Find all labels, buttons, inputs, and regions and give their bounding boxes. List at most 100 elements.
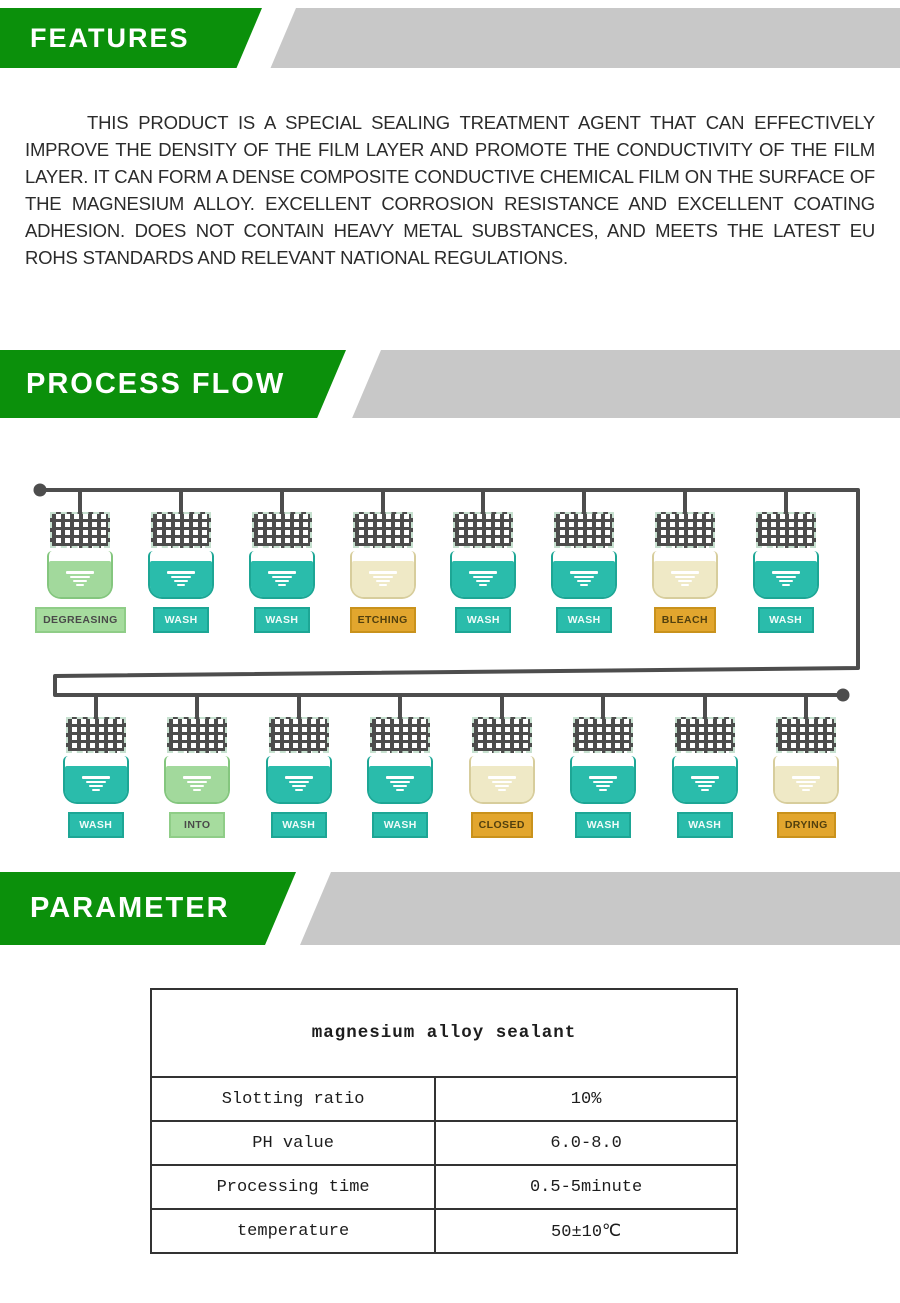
tank-icon [248,551,315,599]
basket-icon [268,717,329,753]
tank-icon [551,551,618,599]
tank-icon [148,551,215,599]
features-banner: FEATURES [0,8,900,68]
hanger-rod-icon [804,695,809,717]
station-label: WASH [253,607,310,633]
basket-icon [251,512,312,548]
funnel-icon [167,570,196,587]
station-label: WASH [270,812,327,838]
station-label: WASH [455,607,512,633]
liquid-fill [250,560,313,597]
parameter-table: magnesium alloy sealant Slotting ratio 1… [149,988,738,1254]
basket-icon [471,717,532,753]
tank-icon [265,756,332,804]
funnel-icon [469,570,498,587]
hanger-rod-icon [179,490,184,512]
funnel-icon [487,775,516,792]
liquid-fill [369,765,432,802]
tank-icon [671,756,738,804]
table-title: magnesium alloy sealant [150,988,738,1078]
liquid-fill [166,765,229,802]
basket-icon [453,512,514,548]
param-name-cell: temperature [149,1208,437,1254]
table-row: Slotting ratio 10% [149,1076,738,1122]
liquid-fill [653,560,716,597]
liquid-fill [673,765,736,802]
funnel-icon [284,775,313,792]
process-station: WASH [654,695,756,838]
basket-icon [370,717,431,753]
funnel-icon [589,775,618,792]
funnel-icon [690,775,719,792]
process-station: CLOSED [451,695,553,838]
process-station: WASH [553,695,655,838]
tank-icon [773,756,840,804]
liquid-fill [470,765,533,802]
basket-icon [755,512,816,548]
hanger-rod-icon [195,695,200,717]
basket-icon [65,717,126,753]
tank-icon [47,551,114,599]
hanger-rod-icon [601,695,606,717]
table-row: temperature 50±10℃ [149,1208,738,1254]
basket-icon [674,717,735,753]
liquid-fill [754,560,817,597]
hanger-rod-icon [682,490,687,512]
process-station: INTO [147,695,249,838]
basket-icon [573,717,634,753]
tank-icon [651,551,718,599]
liquid-fill [775,765,838,802]
table-row: PH value 6.0-8.0 [149,1120,738,1166]
liquid-fill [150,560,213,597]
hanger-rod-icon [279,490,284,512]
station-label: WASH [153,607,210,633]
liquid-fill [64,765,127,802]
basket-icon [554,512,615,548]
tank-icon [164,756,231,804]
station-label: WASH [67,812,124,838]
liquid-fill [49,560,112,597]
hanger-rod-icon [93,695,98,717]
liquid-fill [572,765,635,802]
station-label: WASH [676,812,733,838]
basket-icon [654,512,715,548]
basket-icon [151,512,212,548]
features-paragraph: THIS PRODUCT IS A SPECIAL SEALING TREATM… [25,111,875,268]
table-title-row: magnesium alloy sealant [150,988,738,1078]
process-station: WASH [232,490,333,633]
station-label: INTO [169,812,226,838]
basket-icon [50,512,111,548]
banner-gray-strip [300,872,900,945]
param-value-cell: 6.0-8.0 [434,1120,738,1166]
funnel-icon [386,775,415,792]
hanger-rod-icon [582,490,587,512]
station-label: WASH [556,607,613,633]
banner-gray-strip [270,8,900,68]
hanger-rod-icon [702,695,707,717]
hanger-rod-icon [78,490,83,512]
process-station: DEGREASING [30,490,131,633]
process-station: WASH [433,490,534,633]
funnel-icon [368,570,397,587]
funnel-icon [66,570,95,587]
flow-connector-lines [33,483,860,702]
tank-icon [752,551,819,599]
station-label: CLOSED [470,812,533,838]
station-label: WASH [757,607,814,633]
funnel-icon [183,775,212,792]
tank-icon [62,756,129,804]
banner-gray-strip [352,350,900,418]
funnel-icon [792,775,821,792]
process-station: WASH [45,695,147,838]
param-name-cell: PH value [149,1120,437,1166]
process-flow-banner-title: PROCESS FLOW [26,367,286,400]
tank-icon [570,756,637,804]
hanger-rod-icon [783,490,788,512]
parameter-banner: PARAMETER [0,872,900,945]
param-name-cell: Processing time [149,1164,437,1210]
funnel-icon [267,570,296,587]
process-flow-banner: PROCESS FLOW [0,350,900,418]
station-label: WASH [575,812,632,838]
process-station: BLEACH [635,490,736,633]
